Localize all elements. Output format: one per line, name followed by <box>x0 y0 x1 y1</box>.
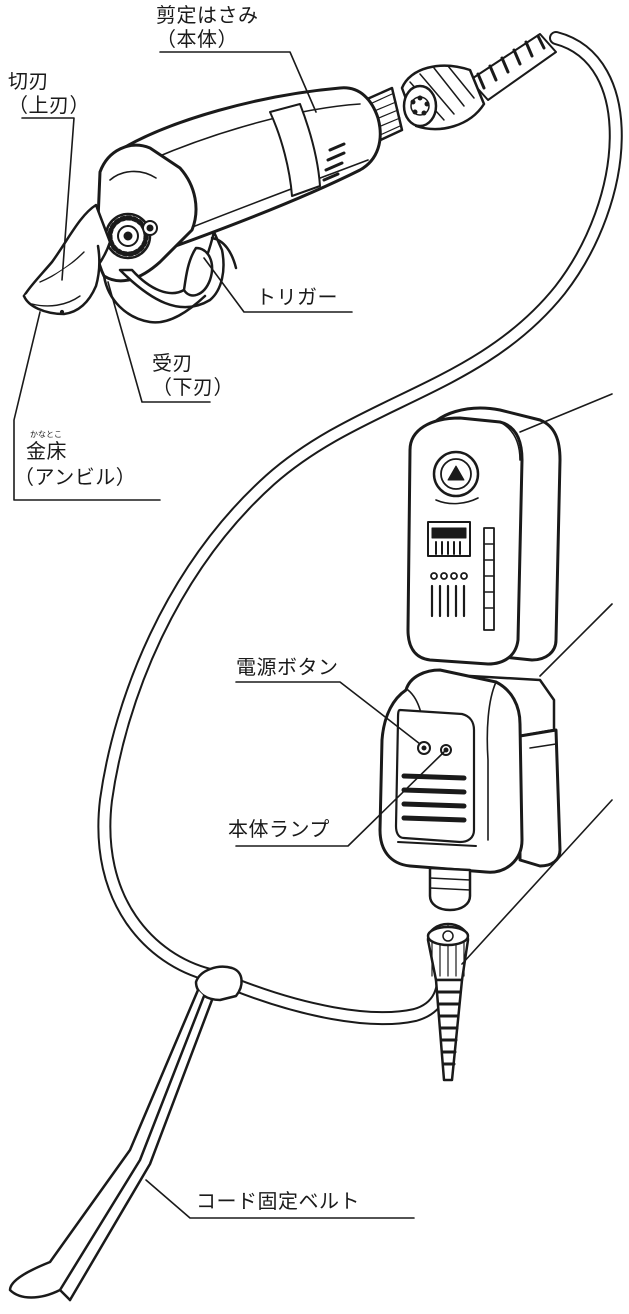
leader-lower-blade <box>107 281 211 403</box>
label-shears-body-line1: 剪定はさみ <box>156 3 259 27</box>
leader-power-button <box>235 681 421 745</box>
label-body-lamp: 本体ランプ <box>228 817 330 841</box>
label-anvil-line1: 金床 <box>26 439 67 463</box>
leader-cord-belt <box>145 1179 415 1219</box>
battery-adapter <box>406 406 562 666</box>
power-cord <box>97 31 623 1026</box>
label-trigger: トリガー <box>256 285 338 309</box>
label-shears-body-line2: （本体） <box>156 27 238 51</box>
top-cord-connector <box>400 33 557 131</box>
leader-cord-plug <box>461 799 613 965</box>
label-cord-belt: コード固定ベルト <box>196 1189 360 1213</box>
bottom-cord-connector <box>426 922 470 1082</box>
leader-battery-adapter <box>519 393 613 433</box>
leader-lines <box>13 51 613 1219</box>
leader-body-lamp <box>235 751 445 847</box>
controller-unit <box>378 668 562 912</box>
leader-trigger <box>203 257 353 313</box>
label-upper-blade-line2: （上刃） <box>8 93 90 117</box>
label-lower-blade-line1: 受刃 <box>152 351 193 375</box>
leader-controller <box>539 603 613 677</box>
label-power-button: 電源ボタン <box>236 655 339 679</box>
leader-shears-body <box>159 51 317 113</box>
label-lower-blade-line2: （下刃） <box>152 375 234 399</box>
label-anvil-line2: （アンビル） <box>14 465 137 489</box>
leader-upper-blade <box>21 117 75 281</box>
label-anvil-ruby: かなとこ <box>30 430 62 439</box>
cord-belt <box>8 965 243 1302</box>
label-upper-blade-line1: 切刃 <box>8 69 49 93</box>
leader-anvil <box>13 311 161 501</box>
pruning-shears-body <box>22 86 404 324</box>
